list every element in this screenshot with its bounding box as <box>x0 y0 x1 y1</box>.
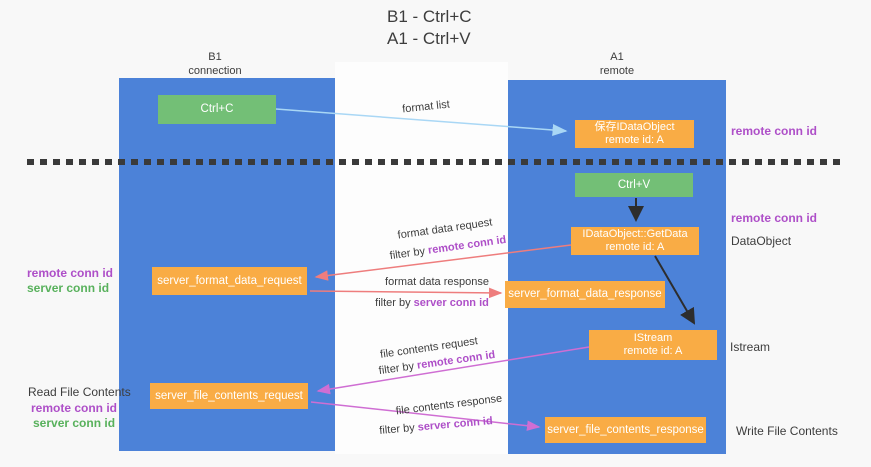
column-b1-name: B1 <box>208 51 222 63</box>
column-header-b1: B1 connection <box>150 50 280 78</box>
diagram-title: B1 - Ctrl+C A1 - Ctrl+V <box>387 6 472 50</box>
left-label-remote-conn-id-1: remote conn id <box>27 266 114 280</box>
left-label-remote-conn-id-2: remote conn id <box>31 401 118 415</box>
node-save-idataobject-line2: remote id: A <box>605 134 664 146</box>
right-label-write-file-contents: Write File Contents <box>736 424 838 438</box>
node-ctrl-c: Ctrl+C <box>158 95 276 124</box>
node-istream-line1: IStream <box>633 332 673 344</box>
node-save-idataobject-line1: 保存IDataObject <box>594 121 675 133</box>
right-label-remote-conn-id-1: remote conn id <box>731 124 818 138</box>
title-line-2: A1 - Ctrl+V <box>387 29 471 48</box>
node-format-response-label: server_format_data_response <box>508 288 662 300</box>
node-file-response-label: server_file_contents_response <box>547 423 704 436</box>
node-idataobject-getdata: IDataObject::GetData remote id: A <box>571 227 699 255</box>
column-a1-name: A1 <box>610 51 624 63</box>
node-ctrl-v-label: Ctrl+V <box>617 178 651 191</box>
column-b1-role: connection <box>188 65 242 77</box>
node-getdata-line2: remote id: A <box>605 241 665 253</box>
node-file-request-label: server_file_contents_request <box>155 389 303 402</box>
right-label-istream: Istream <box>730 340 771 354</box>
node-ctrl-v: Ctrl+V <box>575 173 693 197</box>
left-label-server-conn-id-2: server conn id <box>33 416 116 430</box>
filter-by-text: filter by <box>375 297 414 309</box>
server-conn-id-text: server conn id <box>413 297 489 309</box>
node-getdata-line1: IDataObject::GetData <box>582 228 688 240</box>
title-line-1: B1 - Ctrl+C <box>387 7 472 26</box>
node-server-format-data-response: server_format_data_response <box>505 281 665 308</box>
edge-label-format-data-response: format data response <box>385 276 489 288</box>
node-server-format-data-request: server_format_data_request <box>152 267 307 295</box>
left-label-read-file-contents: Read File Contents <box>28 385 131 399</box>
right-label-remote-conn-id-2: remote conn id <box>731 211 818 225</box>
right-label-dataobject: DataObject <box>731 234 792 248</box>
node-istream-line2: remote id: A <box>623 345 683 357</box>
node-save-idataobject: 保存IDataObject remote id: A <box>575 120 694 148</box>
edge-label-filter-server-1: filter by server conn id <box>375 297 489 309</box>
node-istream: IStream remote id: A <box>589 330 717 360</box>
column-a1-role: remote <box>599 65 635 77</box>
left-label-server-conn-id-1: server conn id <box>27 281 110 295</box>
column-header-a1: A1 remote <box>552 50 682 78</box>
session-divider-dashed-line <box>27 159 842 165</box>
node-server-file-contents-response: server_file_contents_response <box>545 417 706 443</box>
node-ctrl-c-label: Ctrl+C <box>200 103 234 115</box>
node-server-file-contents-request: server_file_contents_request <box>150 383 308 409</box>
node-format-request-label: server_format_data_request <box>157 274 302 287</box>
